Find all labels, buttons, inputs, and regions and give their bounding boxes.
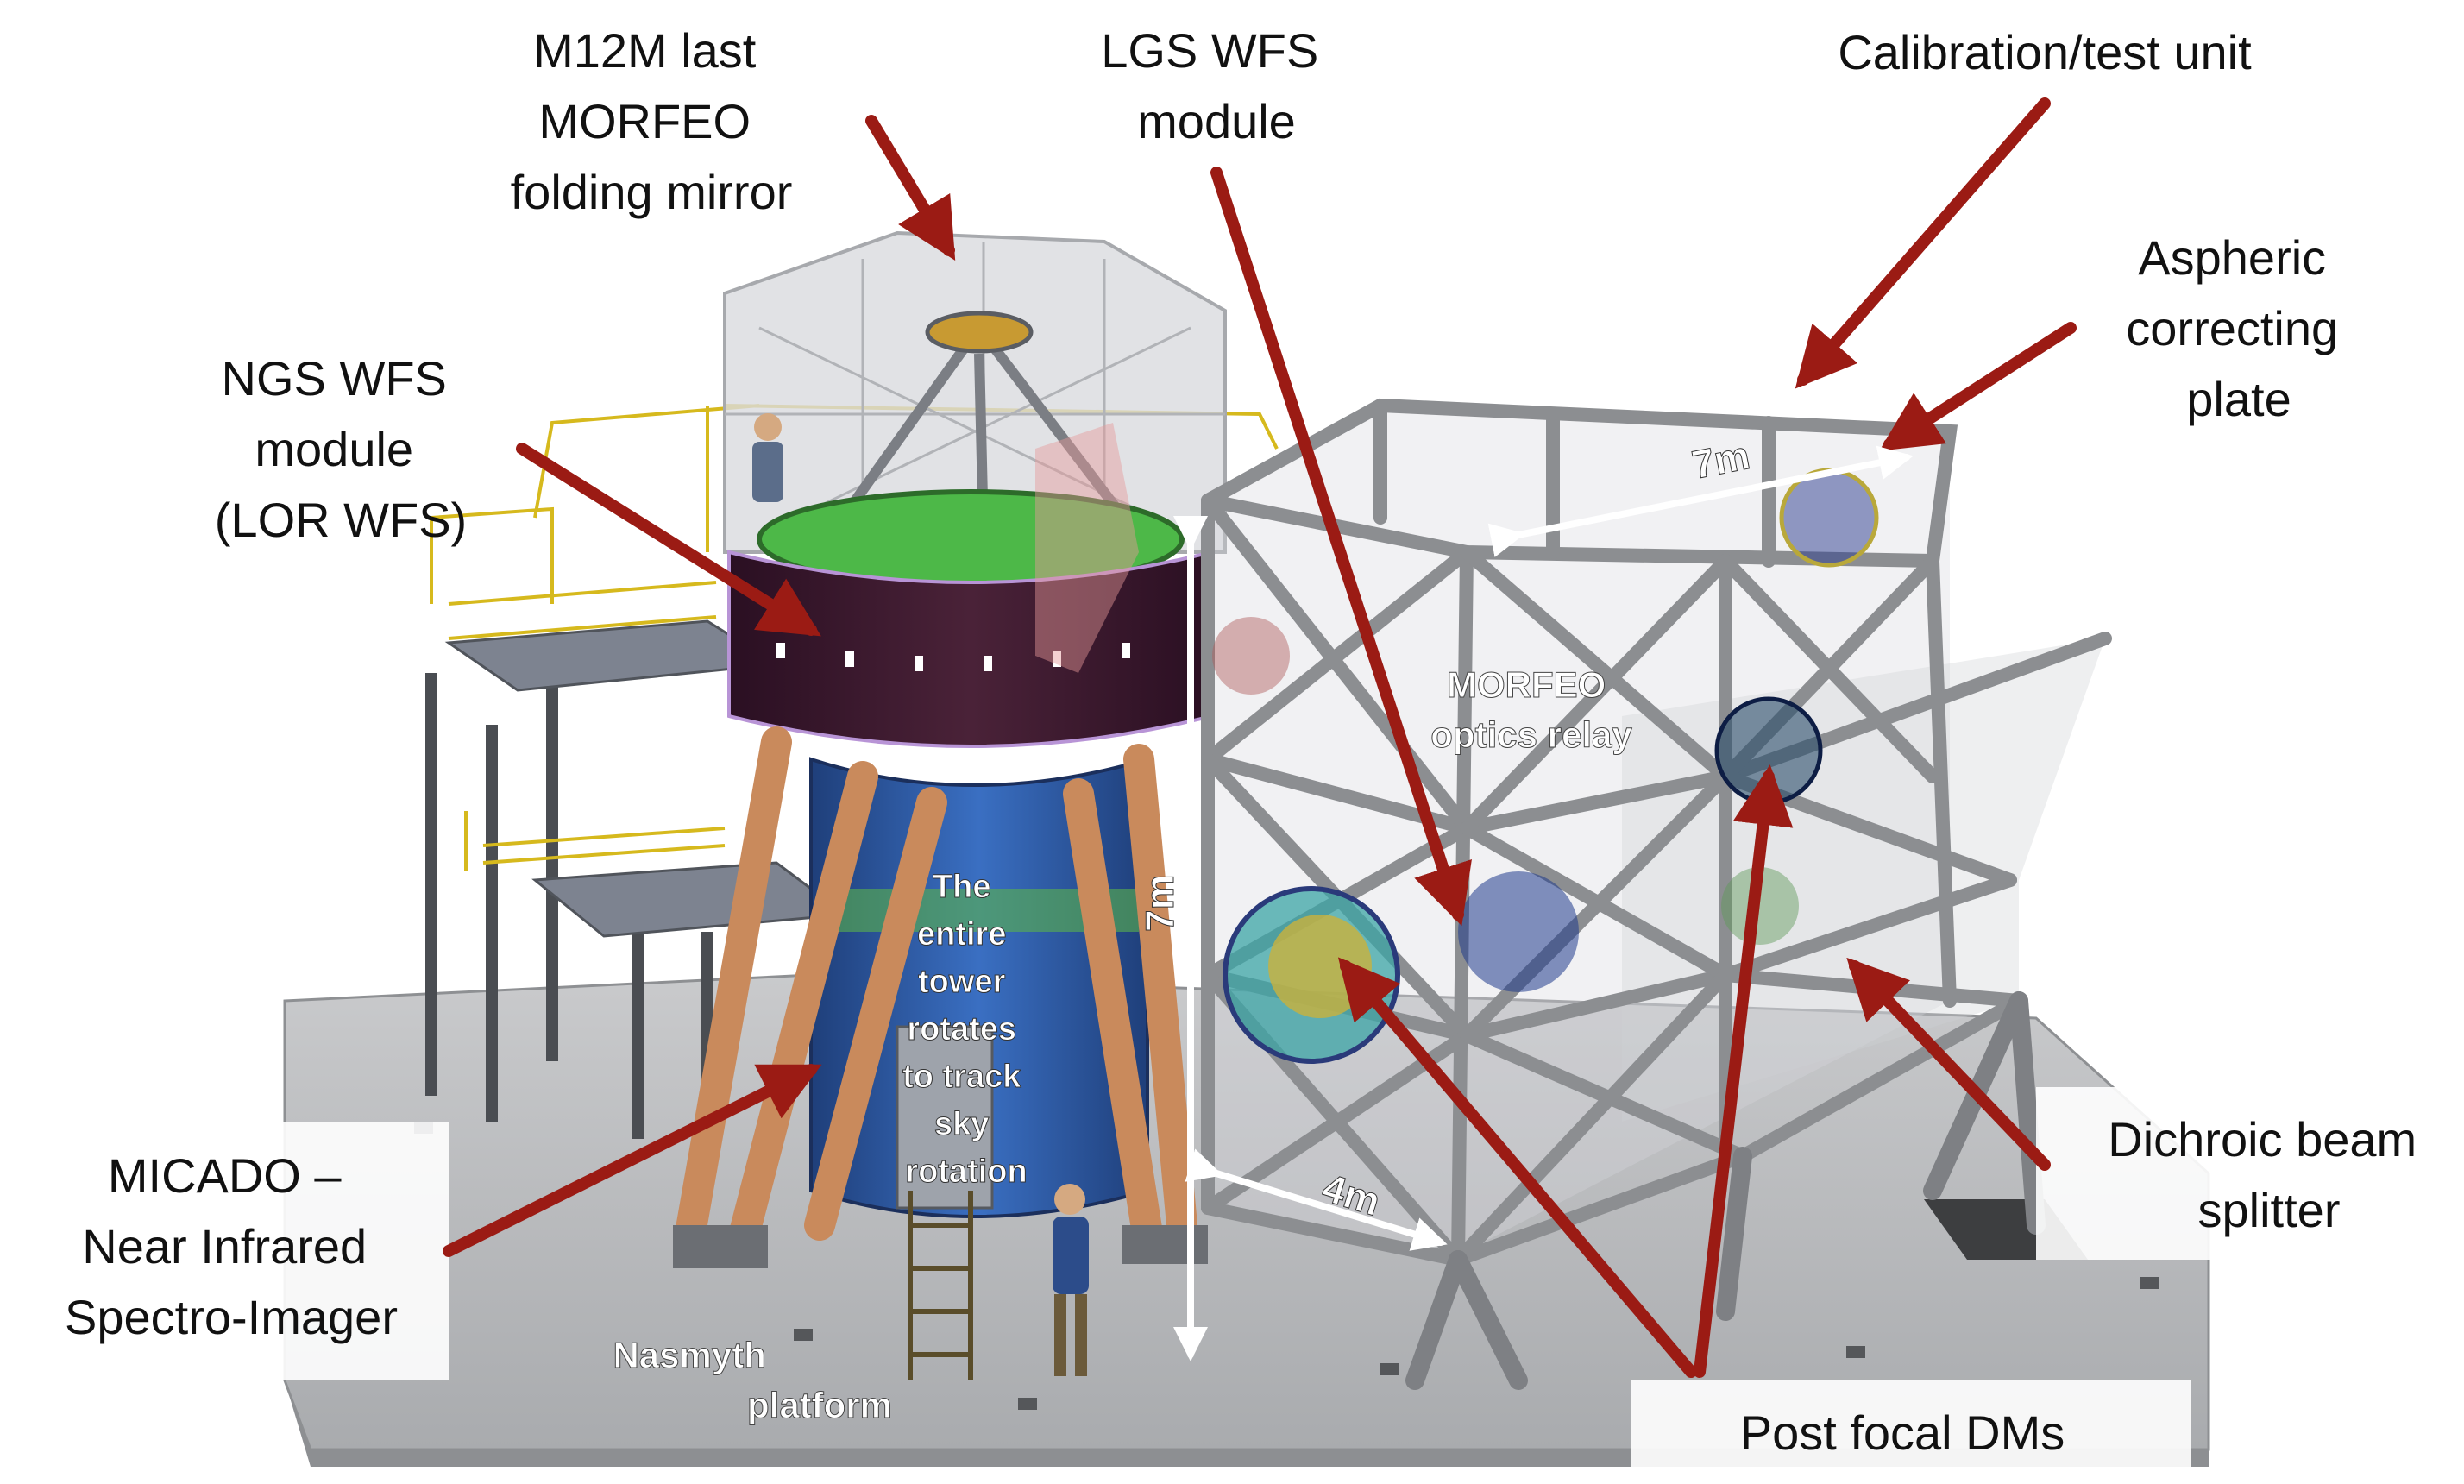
label-nasmyth: Nasmyth platform: [613, 1335, 892, 1425]
dm-disk-2: [1458, 871, 1579, 992]
arrow-aspheric: [1879, 322, 2077, 451]
label-optics-relay: MORFEO optics relay: [1430, 664, 1632, 755]
person-figure-top: [752, 413, 783, 502]
arrow-ngs: [516, 443, 821, 637]
rotating-tower-drum: [727, 550, 1214, 748]
dichroic-label-bg: [2036, 1087, 2450, 1260]
label-m12m: M12M last MORFEO folding mirror: [511, 23, 793, 219]
aspheric-plate-disk: [1779, 468, 1879, 568]
person-figure: [1053, 1184, 1089, 1376]
label-dichroic: Dichroic beam splitter: [2108, 1112, 2429, 1237]
dim-height-label: 7m: [1137, 875, 1182, 932]
arrow-micado: [443, 1064, 822, 1257]
dim-4m-line: [1185, 1148, 1448, 1251]
label-micado: MICADO – Near Infrared Spectro-Imager: [65, 1148, 398, 1344]
arrow-calib: [1795, 97, 2051, 389]
tower-struts: [675, 726, 1197, 1258]
micado-label-bg: [0, 1122, 449, 1380]
label-aspheric: Aspheric correcting plate: [2126, 230, 2351, 426]
arrow-postfocal-b: [1694, 764, 1794, 1378]
label-calibration: Calibration/test unit: [1838, 25, 2252, 79]
arrow-m12m: [865, 115, 956, 261]
glass-enclosure: [723, 230, 1227, 554]
arrow-postfocal-a: [1337, 957, 1697, 1378]
label-rotating-tower: The entire tower rotates to track sky ro…: [902, 869, 1030, 1190]
dim-7m-width-line: [1487, 445, 1914, 557]
label-ngs: NGS WFS module (LOR WFS): [215, 351, 467, 547]
dimension-arrows: [1173, 445, 1914, 1361]
pointer-arrows: [443, 97, 2077, 1378]
label-lgs: LGS WFS module: [1101, 23, 1332, 148]
m12m-mirror: [925, 311, 1034, 354]
label-postfocal: Post focal DMs: [1740, 1405, 2065, 1460]
arrow-lgs: [1210, 167, 1472, 927]
arrow-dichroic: [1846, 957, 2051, 1171]
postfocal-label-bg: [1631, 1380, 2191, 1475]
